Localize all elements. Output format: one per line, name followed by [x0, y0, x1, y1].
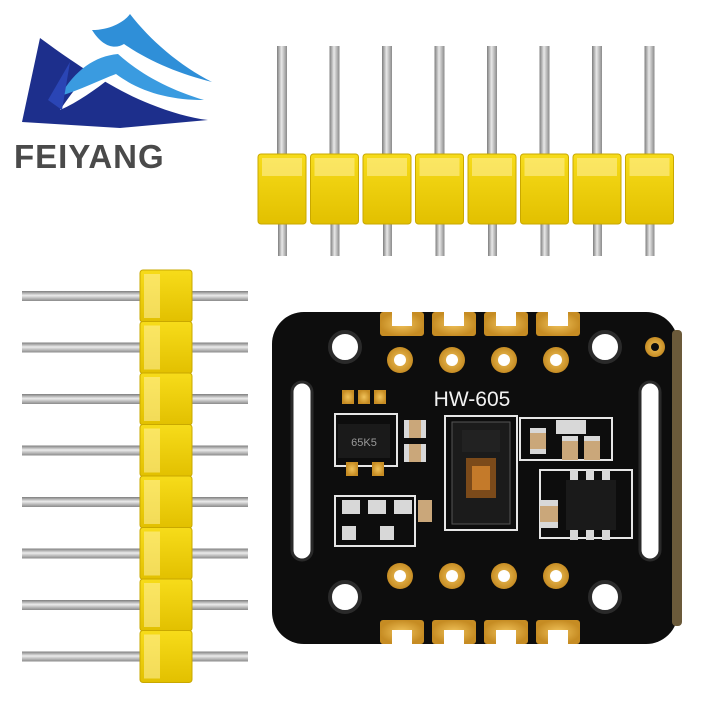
wave-logo-icon [22, 14, 212, 128]
brand-name: FEIYANG [14, 138, 165, 175]
board-label: HW-605 [434, 388, 511, 411]
chip-marking: 65K5 [351, 437, 377, 449]
sensor-module-board: 65K5 HW-605 [272, 312, 682, 644]
top-pin-header [257, 46, 674, 256]
left-pin-header [22, 269, 248, 683]
